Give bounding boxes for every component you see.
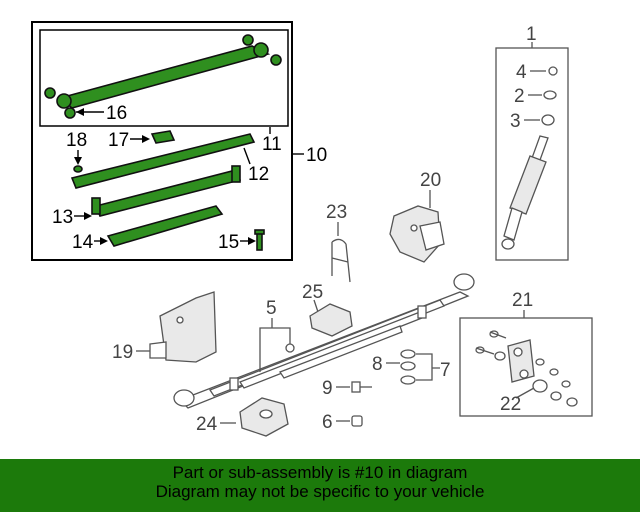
callout-9: 9 — [322, 378, 333, 399]
callout-6: 6 — [322, 412, 333, 433]
part-21-shackle[interactable] — [475, 330, 578, 407]
part-18-bolt[interactable] — [73, 165, 83, 173]
callout-18: 18 — [66, 130, 87, 151]
callout-25: 25 — [302, 282, 323, 303]
callout-4: 4 — [516, 62, 527, 83]
callout-19: 19 — [112, 342, 133, 363]
part-8-washer[interactable] — [400, 349, 416, 385]
callout-8: 8 — [372, 354, 383, 375]
callout-14: 14 — [72, 232, 94, 253]
callout-11: 11 — [262, 134, 282, 155]
callout-10: 10 — [306, 145, 327, 166]
callout-20: 20 — [420, 170, 441, 191]
part-24-pad[interactable] — [239, 397, 289, 437]
callout-7: 7 — [440, 360, 451, 381]
part-9-bolt[interactable] — [351, 381, 372, 393]
part-25-spacer[interactable] — [309, 303, 353, 337]
callout-16: 16 — [106, 103, 127, 124]
callout-23: 23 — [326, 202, 347, 223]
part-19-hanger[interactable] — [149, 291, 217, 363]
callout-1: 1 — [526, 24, 537, 45]
callout-13: 13 — [52, 207, 73, 228]
part-20-bracket[interactable] — [389, 205, 445, 263]
callout-17: 17 — [108, 130, 129, 151]
footer-line-1: Part or sub-assembly is #10 in diagram — [172, 463, 468, 482]
callout-12: 12 — [248, 164, 269, 185]
callout-22: 22 — [500, 394, 521, 415]
footer-line-2: Diagram may not be specific to your vehi… — [155, 482, 485, 501]
part-17-plate[interactable] — [150, 130, 176, 144]
part-6-nut[interactable] — [351, 415, 363, 427]
part-15-bolt[interactable] — [254, 229, 265, 251]
part-23-u-bolt[interactable] — [331, 238, 351, 283]
part-22-bushing[interactable] — [532, 379, 548, 393]
callout-21: 21 — [512, 290, 533, 311]
callout-15: 15 — [218, 232, 239, 253]
part-1-shock-absorber[interactable] — [501, 135, 549, 250]
part-14-bar[interactable] — [106, 205, 224, 247]
part-13-bar[interactable] — [91, 165, 242, 217]
callout-3: 3 — [510, 111, 521, 132]
footer-band — [0, 459, 640, 512]
part-11-stabilizer-bar[interactable] — [44, 34, 282, 109]
footer-note: Part or sub-assembly is #10 in diagram D… — [0, 459, 640, 512]
part-12-bar[interactable] — [70, 133, 256, 189]
leaf-spring[interactable] — [173, 273, 475, 409]
callout-2: 2 — [514, 86, 525, 107]
callout-24: 24 — [196, 414, 218, 435]
callout-5: 5 — [266, 298, 277, 319]
part-16-bushing[interactable] — [64, 107, 76, 119]
